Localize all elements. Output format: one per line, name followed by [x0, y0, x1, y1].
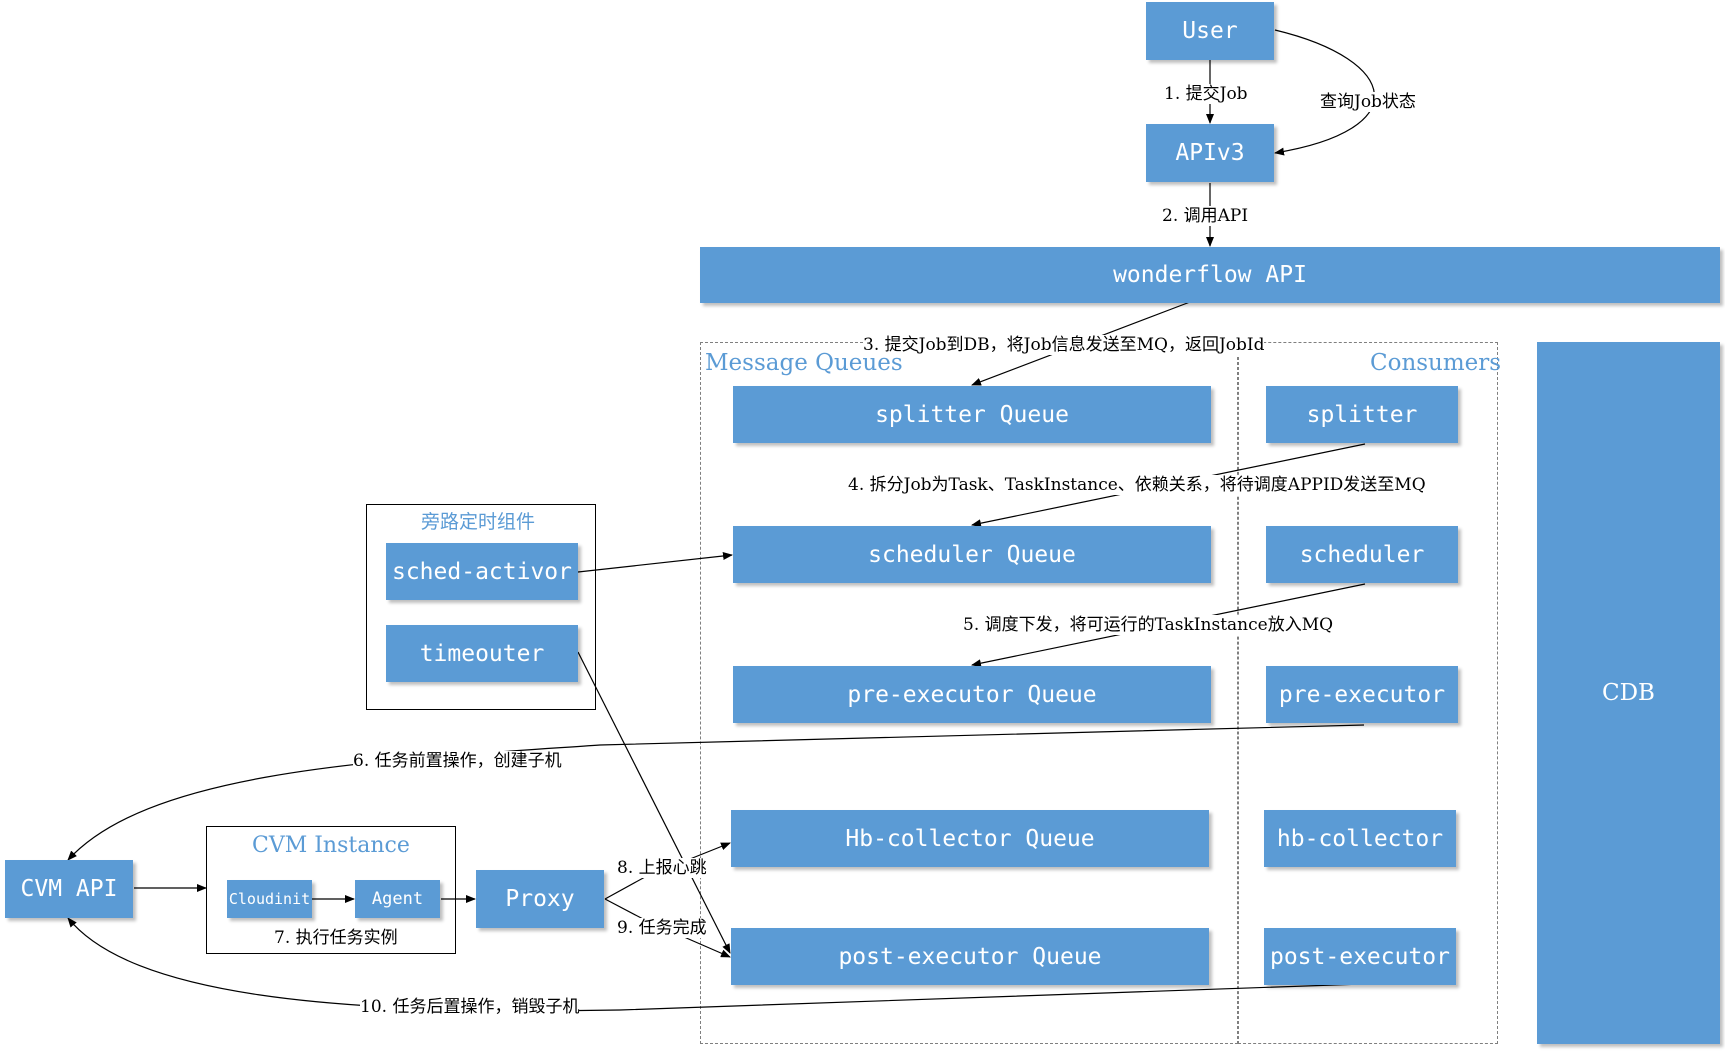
- label-step4: 4. 拆分Job为Task、TaskInstance、依赖关系，将待调度APPI…: [848, 475, 1426, 495]
- splitter-node: splitter: [1266, 386, 1458, 443]
- agent-node: Agent: [355, 880, 440, 918]
- hb-collector-node: hb-collector: [1264, 810, 1456, 867]
- timeouter-node: timeouter: [386, 625, 578, 682]
- consumers-group: [1238, 342, 1498, 1044]
- cvm-instance-title: CVM Instance: [252, 833, 410, 858]
- label-step3: 3. 提交Job到DB，将Job信息发送至MQ，返回JobId: [863, 335, 1265, 355]
- label-step7: 7. 执行任务实例: [274, 928, 398, 948]
- cdb-node: CDB: [1537, 342, 1720, 1044]
- post-executor-node: post-executor: [1264, 928, 1456, 985]
- user-node: User: [1146, 2, 1274, 60]
- scheduler-queue-node: scheduler Queue: [733, 526, 1211, 583]
- edge-pre-executor-to-cvm-api: [67, 724, 1365, 861]
- pre-executor-queue-node: pre-executor Queue: [733, 666, 1211, 723]
- splitter-queue-node: splitter Queue: [733, 386, 1211, 443]
- scheduler-node: scheduler: [1266, 526, 1458, 583]
- label-step6: 6. 任务前置操作，创建子机: [353, 751, 562, 771]
- bypass-timer-title: 旁路定时组件: [421, 511, 536, 533]
- label-step10: 10. 任务后置操作，销毁子机: [360, 997, 580, 1017]
- label-step5: 5. 调度下发，将可运行的TaskInstance放入MQ: [963, 615, 1334, 635]
- hb-collector-queue-node: Hb-collector Queue: [731, 810, 1209, 867]
- apiv3-node: APIv3: [1146, 124, 1274, 182]
- bypass-timer-group: [366, 504, 596, 710]
- pre-executor-node: pre-executor: [1266, 666, 1458, 723]
- cvm-api-node: CVM API: [5, 860, 133, 918]
- cloudinit-node: Cloudinit: [227, 880, 312, 918]
- label-call-api: 2. 调用API: [1162, 206, 1249, 226]
- edge-timeouter-to-post-executor-queue: [577, 651, 731, 954]
- consumers-title: Consumers: [1370, 350, 1502, 376]
- proxy-node: Proxy: [476, 870, 604, 928]
- label-step8: 8. 上报心跳: [617, 858, 707, 878]
- post-executor-queue-node: post-executor Queue: [731, 928, 1209, 985]
- label-submit-job: 1. 提交Job: [1164, 84, 1248, 104]
- sched-activor-node: sched-activor: [386, 543, 578, 600]
- edge-sched-activor-to-scheduler-queue: [577, 552, 733, 573]
- label-query-status: 查询Job状态: [1320, 92, 1416, 112]
- wonderflow-api-node: wonderflow API: [700, 247, 1720, 303]
- label-step9: 9. 任务完成: [617, 918, 707, 938]
